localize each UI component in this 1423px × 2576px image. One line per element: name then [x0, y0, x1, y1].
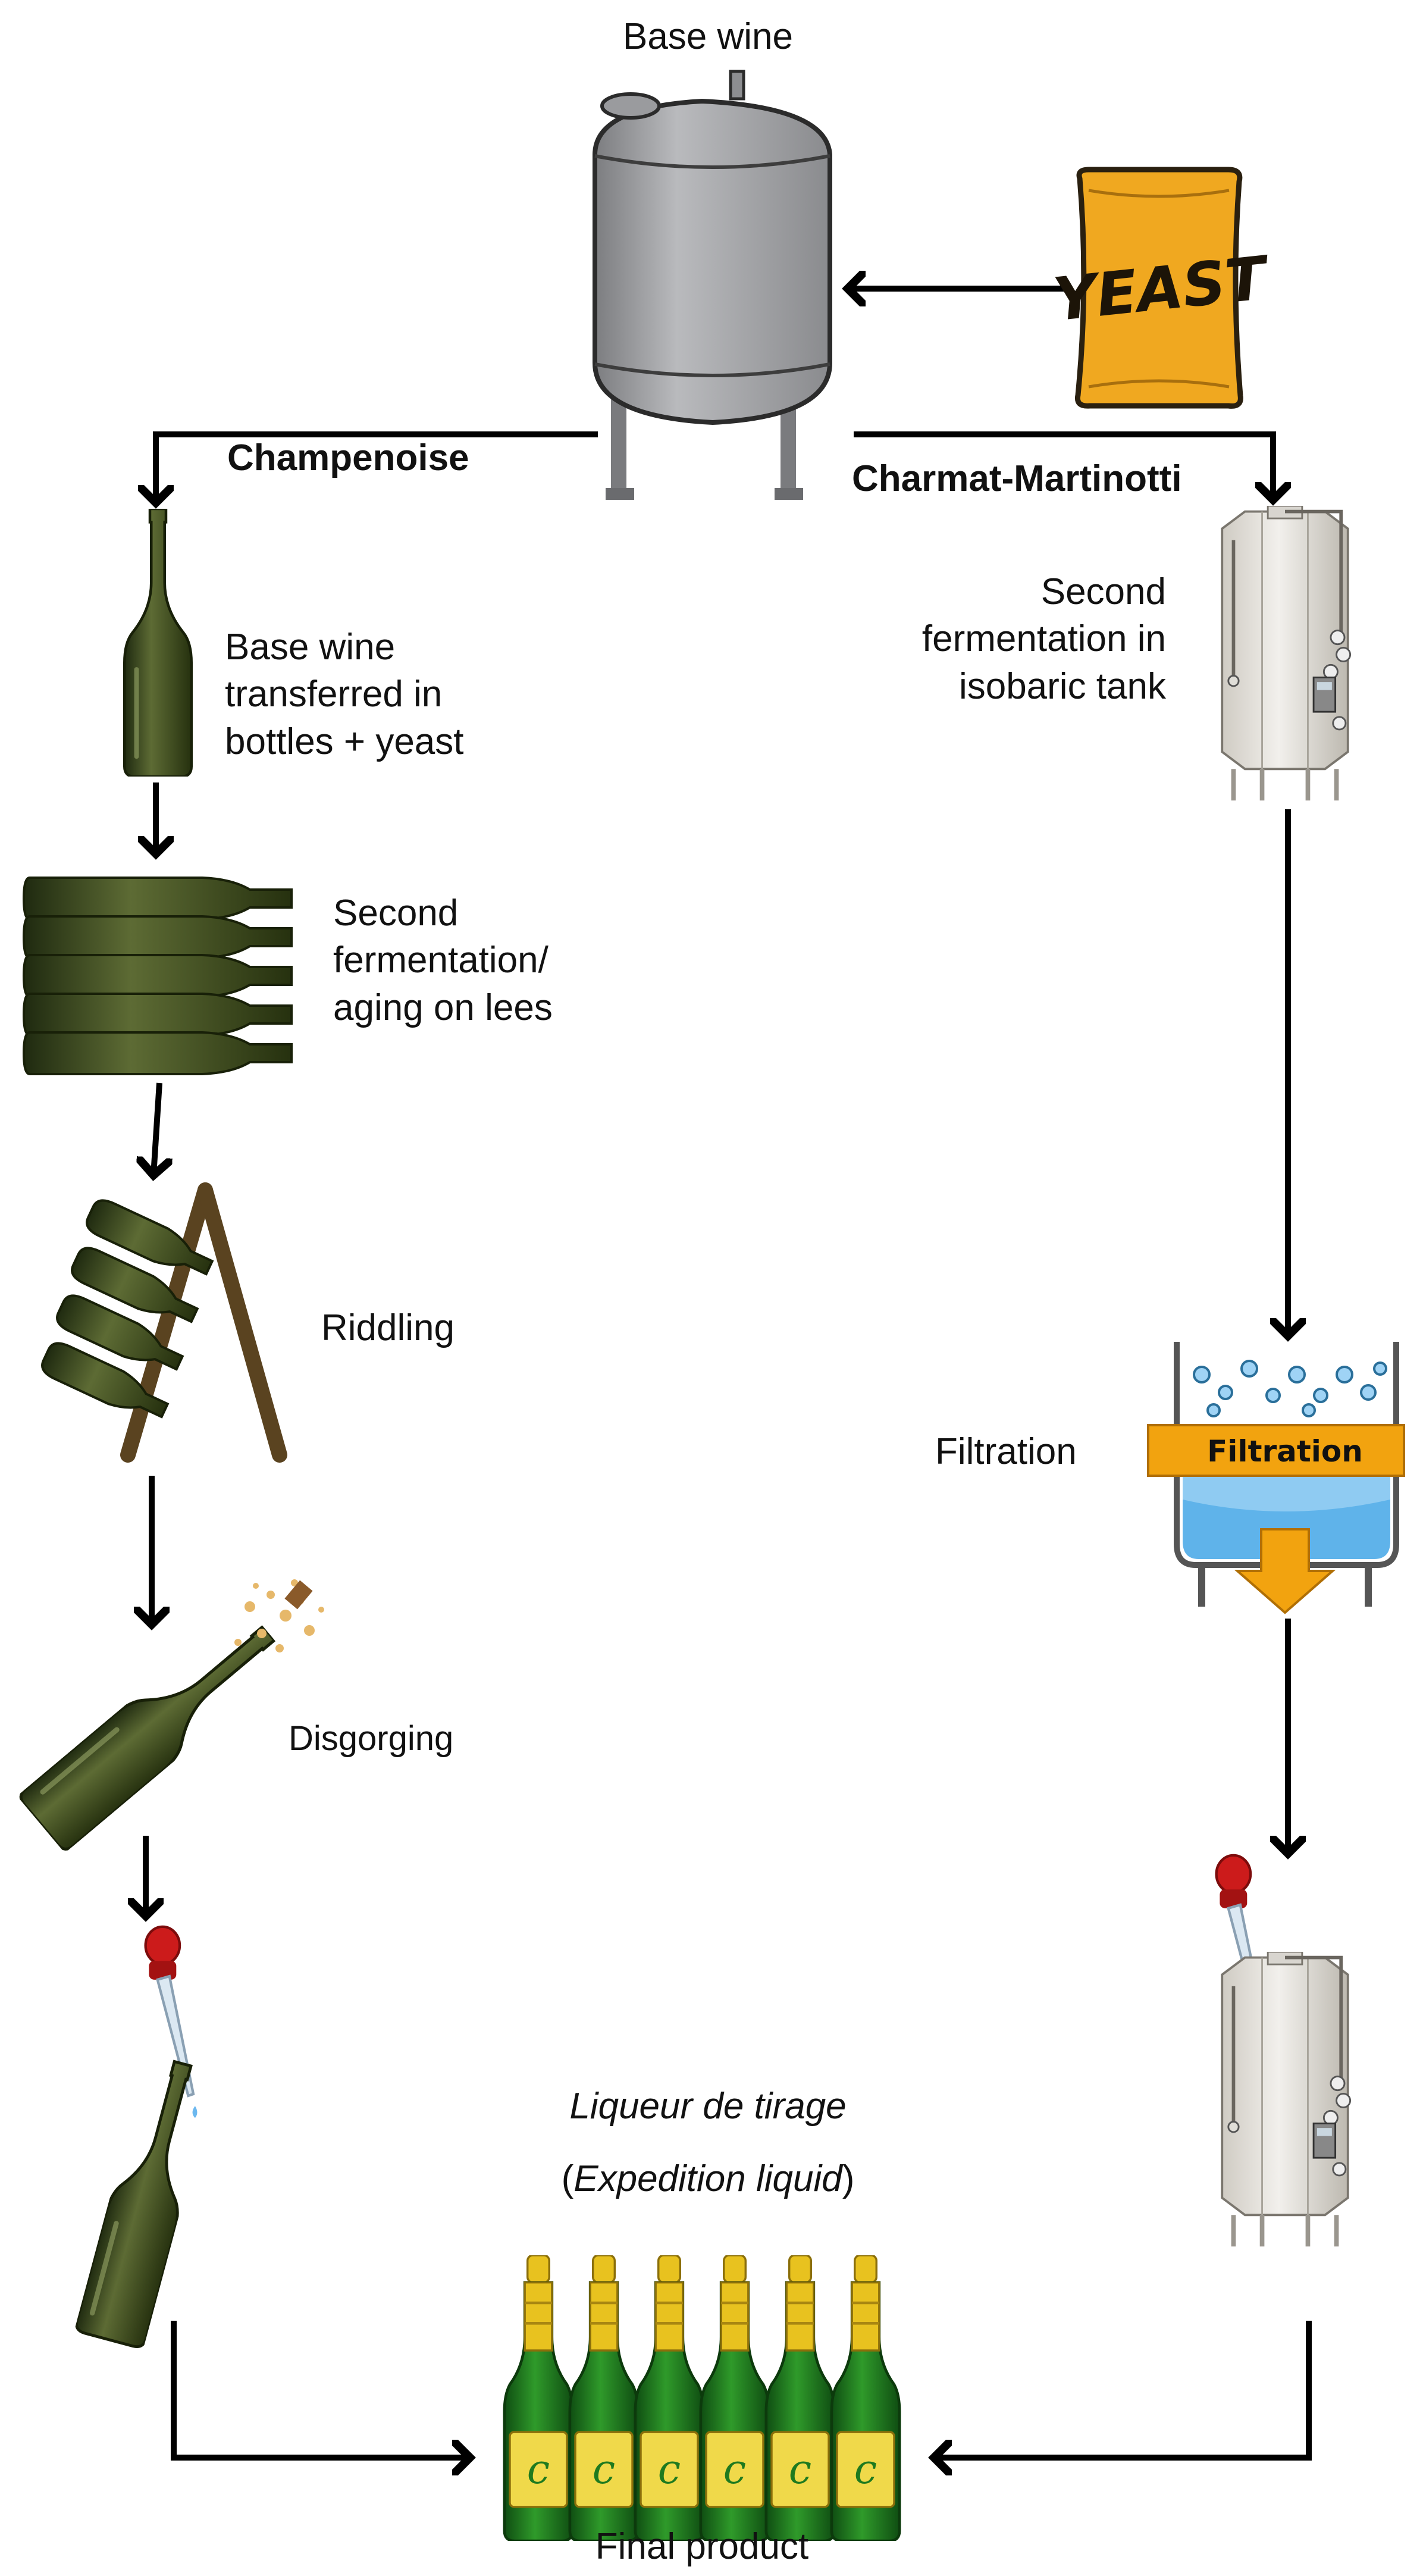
- second-ferm-tank-line-3: isobaric tank: [958, 665, 1166, 707]
- second-fermentation-tank-label: Second fermentation in isobaric tank: [857, 568, 1166, 710]
- expedition-label: (Expedition liquid): [500, 2155, 916, 2202]
- liqueur-label: Liqueur de tirage: [569, 2086, 847, 2127]
- second-ferm-bottles-line-2: fermentation/: [333, 940, 548, 981]
- base-wine-title: Base wine: [622, 16, 794, 57]
- transfer-label-line-3: bottles + yeast: [225, 721, 464, 762]
- second-ferm-tank-line-2: fermentation in: [921, 618, 1166, 660]
- expedition-open: (: [561, 2158, 574, 2199]
- expedition-text: Expedition liquid: [573, 2158, 842, 2199]
- bottle-with-yeast-icon: [124, 509, 192, 777]
- isobaric-tank-icon: [1222, 506, 1350, 800]
- champenoise-label: Champenoise: [227, 437, 469, 478]
- flow-arrows: [146, 289, 1312, 2458]
- arrow-charmat-to-final: [934, 2321, 1312, 2458]
- second-ferm-tank-line-1: Second: [1040, 571, 1166, 612]
- riddling-rack-icon: [41, 1182, 287, 1463]
- arrow-champenoise-to-final: [171, 2321, 470, 2458]
- second-ferm-bottles-line-1: Second: [333, 893, 459, 934]
- transfer-label: Base wine transferred in bottles + yeast: [225, 624, 464, 765]
- filtration-label: Filtration: [935, 1431, 1077, 1472]
- arrow-to-charmat: [854, 431, 1273, 500]
- transfer-label-line-1: Base wine: [225, 627, 396, 668]
- disgorging-label: Disgorging: [289, 1719, 454, 1758]
- arrow-stack-to-riddling: [153, 1082, 159, 1175]
- charmat-label: Charmat-Martinotti: [852, 458, 1182, 499]
- disgorging-bottle-icon: [17, 1579, 324, 1853]
- yeast-bag-icon: YEAST: [1050, 167, 1274, 409]
- expedition-close: ): [842, 2158, 855, 2199]
- isobaric-tank-dosage-icon: [1222, 1952, 1350, 2246]
- final-product-label: Final product: [595, 2526, 809, 2567]
- riddling-label: Riddling: [321, 1307, 455, 1348]
- arrow-to-champenoise: [156, 431, 598, 503]
- second-ferm-bottles-line-3: aging on lees: [333, 987, 553, 1028]
- bottle-stack-icon: [22, 877, 293, 1075]
- filtration-band-label: Filtration: [1207, 1434, 1363, 1469]
- filtration-band: [1147, 1424, 1405, 1477]
- final-product-bottles: [504, 2255, 899, 2541]
- base-wine-tank: [593, 70, 832, 500]
- dosage-bottle-left-icon: [74, 2055, 217, 2349]
- transfer-label-line-2: transferred in: [225, 674, 443, 715]
- second-fermentation-bottles-label: Second fermentation/ aging on lees: [333, 890, 553, 1031]
- filtration-vessel-icon: Filtration: [1147, 1342, 1405, 1614]
